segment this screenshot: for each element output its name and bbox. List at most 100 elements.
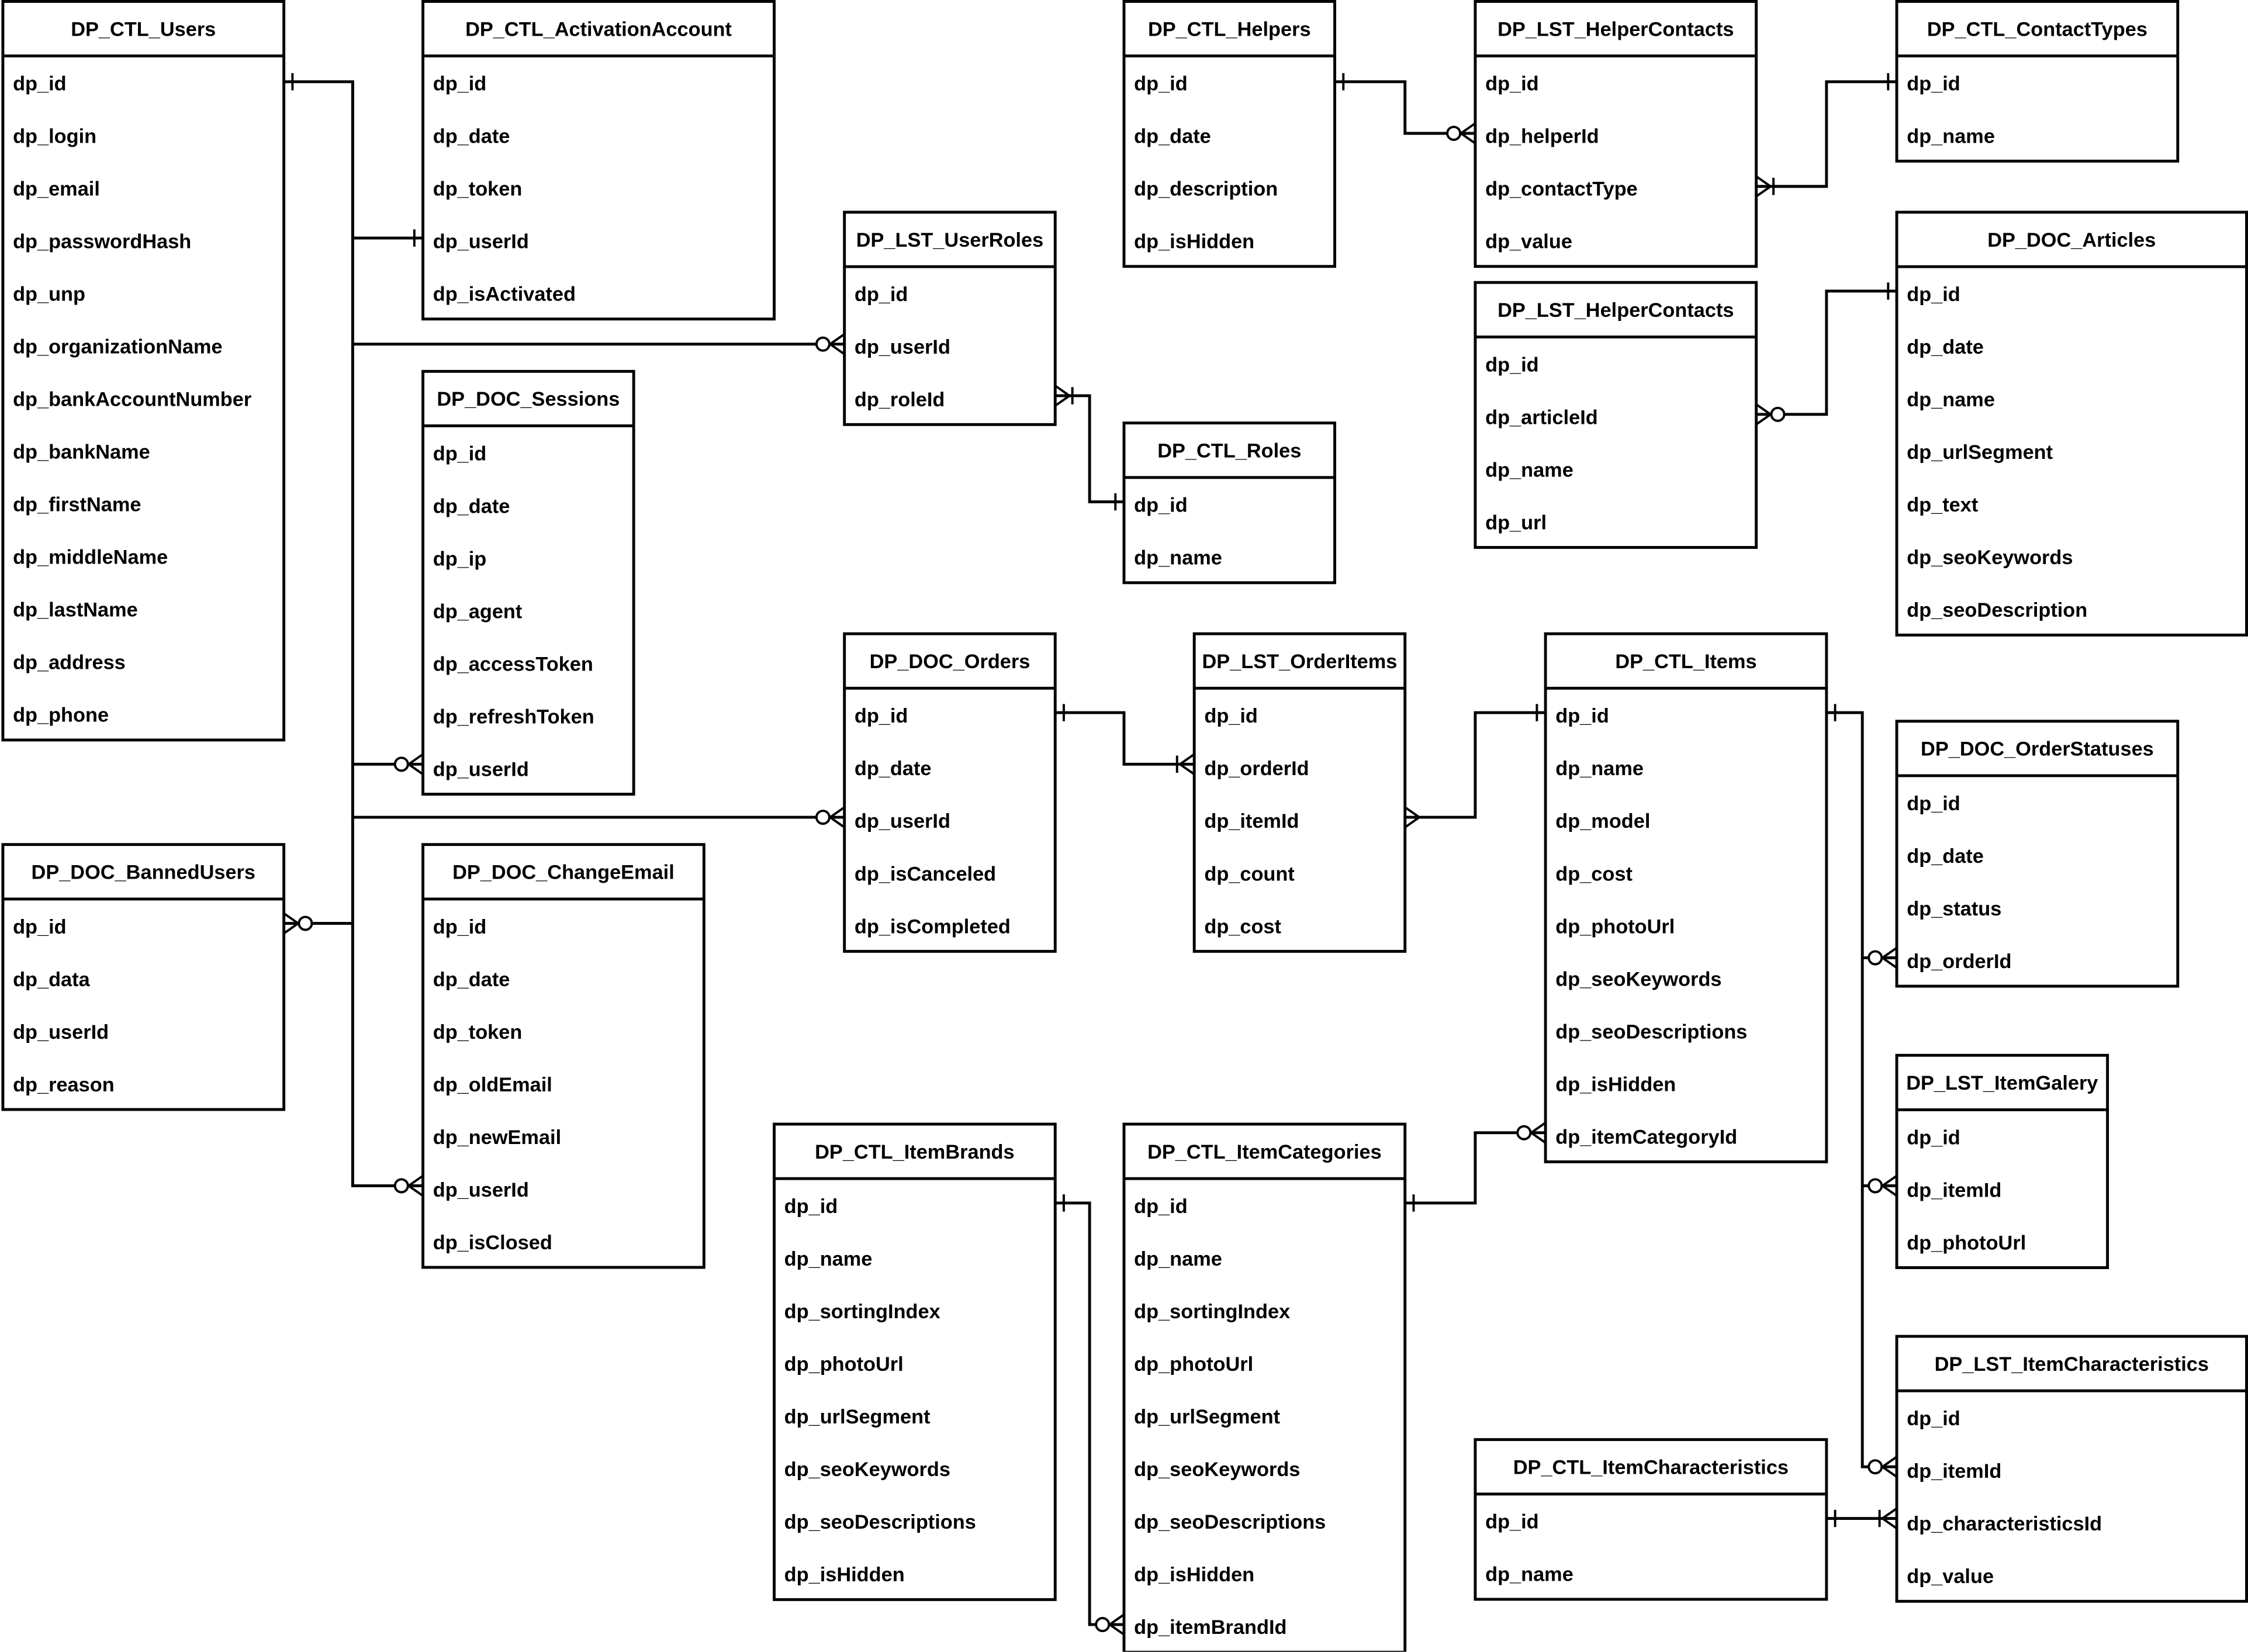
table-field: dp_name bbox=[1134, 1248, 1222, 1270]
zero-marker bbox=[1770, 406, 1786, 422]
table-title: DP_CTL_ActivationAccount bbox=[465, 18, 732, 40]
table-dp-lst-helpercontacts-2[interactable]: DP_LST_HelperContactsdp_iddp_articleIddp… bbox=[1474, 281, 1758, 549]
table-dp-lst-itemgalery[interactable]: DP_LST_ItemGalerydp_iddp_itemIddp_photoU… bbox=[1895, 1053, 2109, 1269]
table-field: dp_date bbox=[433, 495, 510, 517]
table-border bbox=[1122, 421, 1337, 585]
table-title: DP_CTL_Roles bbox=[1157, 440, 1301, 462]
table-field: dp_photoUrl bbox=[1907, 1232, 2026, 1254]
table-field: dp_url bbox=[1485, 512, 1547, 534]
table-field: dp_urlSegment bbox=[1907, 441, 2053, 464]
table-field: dp_id bbox=[855, 705, 908, 727]
table-border bbox=[421, 0, 776, 321]
table-dp-ctl-helpers[interactable]: DP_CTL_Helpersdp_iddp_datedp_description… bbox=[1122, 0, 1337, 268]
table-field: dp_id bbox=[1485, 1511, 1539, 1533]
table-field: dp_id bbox=[13, 73, 67, 95]
table-border bbox=[1474, 0, 1758, 268]
connector-line bbox=[351, 817, 423, 1187]
table-field: dp_count bbox=[1204, 863, 1295, 885]
table-field: dp_roleId bbox=[855, 389, 945, 411]
table-title: DP_DOC_Articles bbox=[1987, 229, 2156, 251]
table-field: dp_id bbox=[1907, 73, 1960, 95]
table-dp-ctl-itemcategories[interactable]: DP_CTL_ItemCategoriesdp_iddp_namedp_sort… bbox=[1122, 1122, 1407, 1652]
table-field: dp_id bbox=[433, 916, 487, 938]
table-field: dp_cost bbox=[1555, 863, 1633, 885]
table-field: dp_name bbox=[1907, 389, 1995, 411]
table-dp-doc-sessions[interactable]: DP_DOC_Sessionsdp_iddp_datedp_ipdp_agent… bbox=[421, 369, 635, 796]
relationship-connector bbox=[1055, 704, 1195, 776]
table-dp-lst-itemcharacteristics[interactable]: DP_LST_ItemCharacteristicsdp_iddp_itemId… bbox=[1895, 1335, 2248, 1603]
relationship-connector bbox=[283, 912, 353, 935]
table-field: dp_contactType bbox=[1485, 178, 1638, 201]
table-field: dp_photoUrl bbox=[1555, 915, 1675, 938]
table-field: dp_id bbox=[1134, 1195, 1188, 1218]
table-field: dp_status bbox=[1907, 898, 2001, 920]
table-dp-doc-orders[interactable]: DP_DOC_Ordersdp_iddp_datedp_userIddp_isC… bbox=[843, 632, 1057, 953]
relationship-connector bbox=[1755, 73, 1897, 198]
connector-line bbox=[351, 344, 423, 766]
table-dp-ctl-itembrands[interactable]: DP_CTL_ItemBrandsdp_iddp_namedp_sortingI… bbox=[773, 1122, 1057, 1601]
zero-marker bbox=[393, 1178, 409, 1194]
table-dp-doc-changeemail[interactable]: DP_DOC_ChangeEmaildp_iddp_datedp_tokendp… bbox=[421, 843, 705, 1269]
table-field: dp_itemBrandId bbox=[1134, 1616, 1286, 1639]
table-field: dp_id bbox=[1134, 495, 1188, 517]
table-title: DP_CTL_ItemCharacteristics bbox=[1513, 1456, 1789, 1478]
table-field: dp_model bbox=[1555, 810, 1650, 832]
table-field: dp_seoDescription bbox=[1907, 599, 2087, 621]
table-field: dp_organizationName bbox=[13, 336, 223, 358]
zero-marker bbox=[298, 915, 313, 931]
table-dp-ctl-activationaccount[interactable]: DP_CTL_ActivationAccountdp_iddp_datedp_t… bbox=[421, 0, 776, 321]
table-dp-ctl-users[interactable]: DP_CTL_Usersdp_iddp_logindp_emaildp_pass… bbox=[1, 0, 286, 742]
table-field: dp_itemId bbox=[1907, 1179, 2001, 1201]
table-field: dp_date bbox=[1907, 336, 1984, 358]
table-field: dp_id bbox=[13, 916, 67, 938]
table-field: dp_id bbox=[784, 1195, 838, 1218]
table-field: dp_value bbox=[1485, 231, 1572, 253]
crows-foot-marker bbox=[1880, 1507, 1898, 1530]
table-field: dp_name bbox=[1555, 758, 1644, 780]
table-field: dp_id bbox=[1907, 1408, 1960, 1430]
table-field: dp_id bbox=[433, 443, 487, 465]
table-field: dp_id bbox=[1907, 284, 1960, 306]
relationship-connector bbox=[1055, 1194, 1125, 1636]
table-dp-lst-orderitems[interactable]: DP_LST_OrderItemsdp_iddp_orderIddp_itemI… bbox=[1192, 632, 1407, 953]
table-border bbox=[1895, 1053, 2109, 1269]
table-dp-lst-helpercontacts[interactable]: DP_LST_HelperContactsdp_iddp_helperIddp_… bbox=[1474, 0, 1758, 268]
table-title: DP_LST_HelperContacts bbox=[1497, 18, 1734, 40]
table-field: dp_date bbox=[433, 126, 510, 148]
table-field: dp_token bbox=[433, 178, 523, 201]
table-field: dp_name bbox=[1485, 459, 1573, 481]
table-field: dp_id bbox=[1555, 705, 1609, 727]
zero-marker bbox=[393, 756, 409, 772]
table-field: dp_address bbox=[13, 652, 126, 674]
table-field: dp_date bbox=[855, 758, 932, 780]
table-field: dp_name bbox=[784, 1248, 873, 1270]
table-dp-ctl-items[interactable]: DP_CTL_Itemsdp_iddp_namedp_modeldp_costd… bbox=[1544, 632, 1828, 1163]
table-field: dp_ip bbox=[433, 548, 487, 570]
table-field: dp_itemCategoryId bbox=[1555, 1126, 1737, 1148]
zero-marker bbox=[1095, 1617, 1111, 1633]
relationship-connector bbox=[1862, 946, 1898, 969]
table-field: dp_description bbox=[1134, 178, 1278, 201]
relationship-connector bbox=[1054, 385, 1124, 511]
table-dp-doc-bannedusers[interactable]: DP_DOC_BannedUsersdp_iddp_datadp_userIdd… bbox=[1, 843, 286, 1111]
table-field: dp_photoUrl bbox=[784, 1353, 904, 1375]
zero-marker bbox=[1516, 1125, 1532, 1140]
zero-marker bbox=[1867, 950, 1883, 966]
relationship-connector bbox=[1826, 1507, 1898, 1530]
table-dp-doc-orderstatuses[interactable]: DP_DOC_OrderStatusesdp_iddp_datedp_statu… bbox=[1895, 720, 2180, 988]
table-dp-doc-articles[interactable]: DP_DOC_Articles dp_id dp_date dp_name dp_url… bbox=[1895, 210, 2248, 637]
table-border bbox=[843, 632, 1057, 953]
table-field: dp_seoKeywords bbox=[1555, 968, 1721, 990]
connector-line bbox=[1756, 80, 1897, 188]
table-border bbox=[1544, 632, 1828, 1163]
table-field: dp_cost bbox=[1204, 915, 1281, 938]
table-border bbox=[1895, 720, 2180, 988]
zero-marker bbox=[815, 336, 831, 352]
table-title: DP_LST_HelperContacts bbox=[1497, 299, 1734, 322]
zero-marker bbox=[815, 810, 831, 825]
